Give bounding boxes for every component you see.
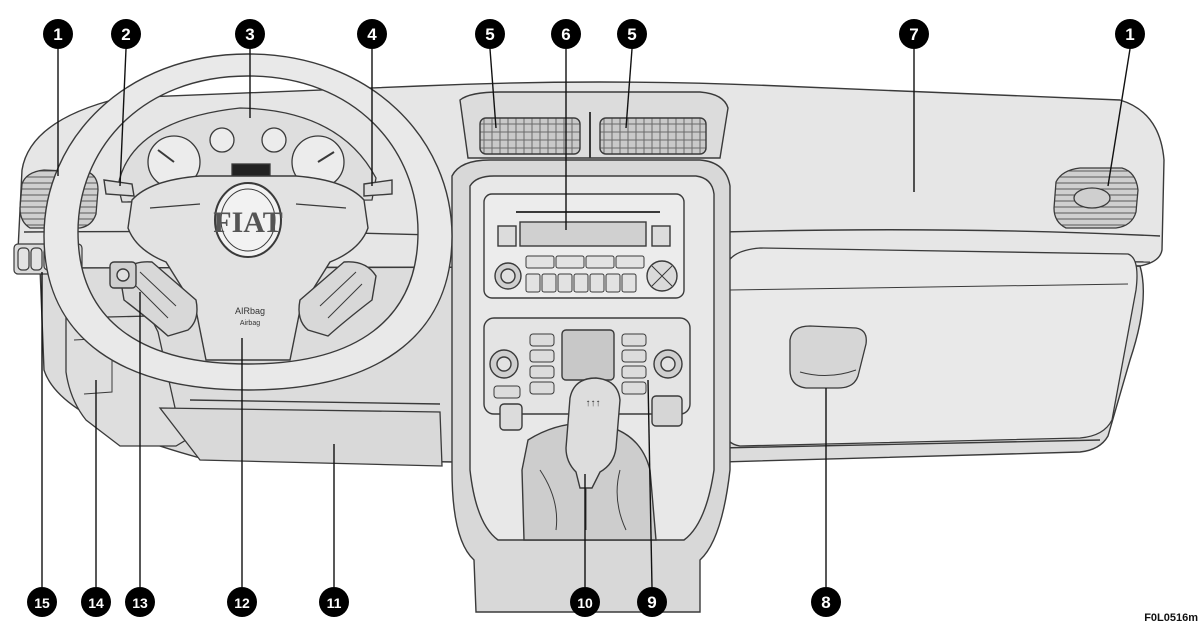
callout-c12: 12: [227, 587, 257, 617]
dashboard-passenger-fascia: [723, 247, 1138, 447]
airbag-label-line-2: Airbag: [240, 320, 260, 327]
callout-c3: 3: [235, 19, 265, 49]
callout-badge-c2: [111, 19, 141, 49]
callout-badge-c6: [551, 19, 581, 49]
callout-badge-c3: [235, 19, 265, 49]
callout-number-c10: 10: [577, 595, 593, 611]
callout-c1-left: 1: [43, 19, 73, 49]
light-switch-1[interactable]: [17, 247, 30, 271]
callout-badge-c9: [637, 587, 667, 617]
callout-c2: 2: [111, 19, 141, 49]
steering-wheel-hub: [127, 175, 369, 361]
passenger-panel: [723, 247, 1138, 447]
callout-badge-c7: [899, 19, 929, 49]
temperature-gauge: [261, 127, 287, 153]
callout-number-c9: 9: [647, 593, 656, 612]
climate-buttons[interactable]: [493, 333, 647, 399]
callout-number-c12: 12: [234, 595, 250, 611]
callout-number-c1-left: 1: [53, 25, 62, 44]
callout-badge-c13: [125, 587, 155, 617]
callout-badge-c1-right: [1115, 19, 1145, 49]
callout-number-c15: 15: [34, 595, 50, 611]
callout-c6: 6: [551, 19, 581, 49]
callout-number-c4: 4: [367, 25, 377, 44]
airbag-label-line-1: AIRbag: [235, 306, 265, 316]
callout-badge-c5-left: [475, 19, 505, 49]
callout-c1-right: 1: [1115, 19, 1145, 49]
auxiliary-button[interactable]: [499, 403, 523, 431]
svg-text:↑↑↑: ↑↑↑: [586, 398, 601, 409]
leader-line-c5-right: [625, 48, 633, 129]
central-air-vents: [459, 91, 729, 159]
fiat-badge: [214, 182, 282, 258]
radio-mode-button[interactable]: [651, 225, 671, 247]
callout-c9: 9: [637, 587, 667, 617]
callout-c15: 15: [27, 587, 57, 617]
fiat-badge-text: FIAT: [213, 206, 282, 239]
callout-number-c7: 7: [909, 25, 918, 44]
right-stalk-lever[interactable]: [363, 179, 393, 197]
central-air-vent-right[interactable]: [599, 117, 707, 155]
callout-c14: 14: [81, 587, 111, 617]
callout-number-c3: 3: [245, 25, 254, 44]
callout-number-c5-left: 5: [485, 25, 494, 44]
leader-line-c2: [119, 48, 127, 187]
hazard-switch-panel[interactable]: [651, 395, 683, 427]
fuel-gauge: [209, 127, 235, 153]
central-air-vent-left[interactable]: [479, 117, 581, 155]
callout-number-c13: 13: [132, 595, 148, 611]
steering-wheel-rim[interactable]: [43, 53, 453, 391]
callout-c11: 11: [319, 587, 349, 617]
knee-panel: [158, 407, 443, 467]
climate-display: [561, 329, 615, 381]
callout-c10: 10: [570, 587, 600, 617]
callout-c7: 7: [899, 19, 929, 49]
gear-lever-knob[interactable]: [565, 377, 621, 489]
leader-line-c1-right: [1107, 48, 1131, 187]
callout-number-c5-right: 5: [627, 25, 636, 44]
callout-c8: 8: [811, 587, 841, 617]
glove-box-handle[interactable]: [789, 325, 867, 389]
callout-badge-c1-left: [43, 19, 73, 49]
callout-badge-c14: [81, 587, 111, 617]
callout-badge-c15: [27, 587, 57, 617]
light-switch-2[interactable]: [30, 247, 43, 271]
callout-badge-c5-right: [617, 19, 647, 49]
callout-number-c14: 14: [88, 595, 104, 611]
centre-console: ↑↑↑: [451, 159, 731, 613]
left-stalk-lever[interactable]: [103, 179, 135, 197]
callout-c4: 4: [357, 19, 387, 49]
callout-number-c8: 8: [821, 593, 830, 612]
callout-c5-left: 5: [475, 19, 505, 49]
radio-eject-button[interactable]: [497, 225, 517, 247]
callout-badge-c4: [357, 19, 387, 49]
radio-display: [519, 221, 647, 247]
callout-number-c11: 11: [327, 595, 342, 611]
callout-badge-c11: [319, 587, 349, 617]
figure-reference-code: F0L0516m: [1144, 612, 1198, 624]
callout-c13: 13: [125, 587, 155, 617]
steering-wheel-controls-right[interactable]: [298, 261, 377, 337]
callout-c5-right: 5: [617, 19, 647, 49]
instrument-display: [231, 163, 271, 177]
steering-wheel[interactable]: [43, 53, 453, 391]
callout-leader-lines: [41, 48, 1131, 588]
callout-badge-c8: [811, 587, 841, 617]
callout-number-c1-right: 1: [1125, 25, 1134, 44]
leader-line-c5-left: [489, 48, 497, 129]
radio-preset-buttons[interactable]: [525, 255, 645, 293]
leader-line-c9: [647, 379, 653, 588]
callout-badge-c10: [570, 587, 600, 617]
callout-number-c2: 2: [121, 25, 130, 44]
callout-badge-c12: [227, 587, 257, 617]
callout-number-c6: 6: [561, 25, 570, 44]
